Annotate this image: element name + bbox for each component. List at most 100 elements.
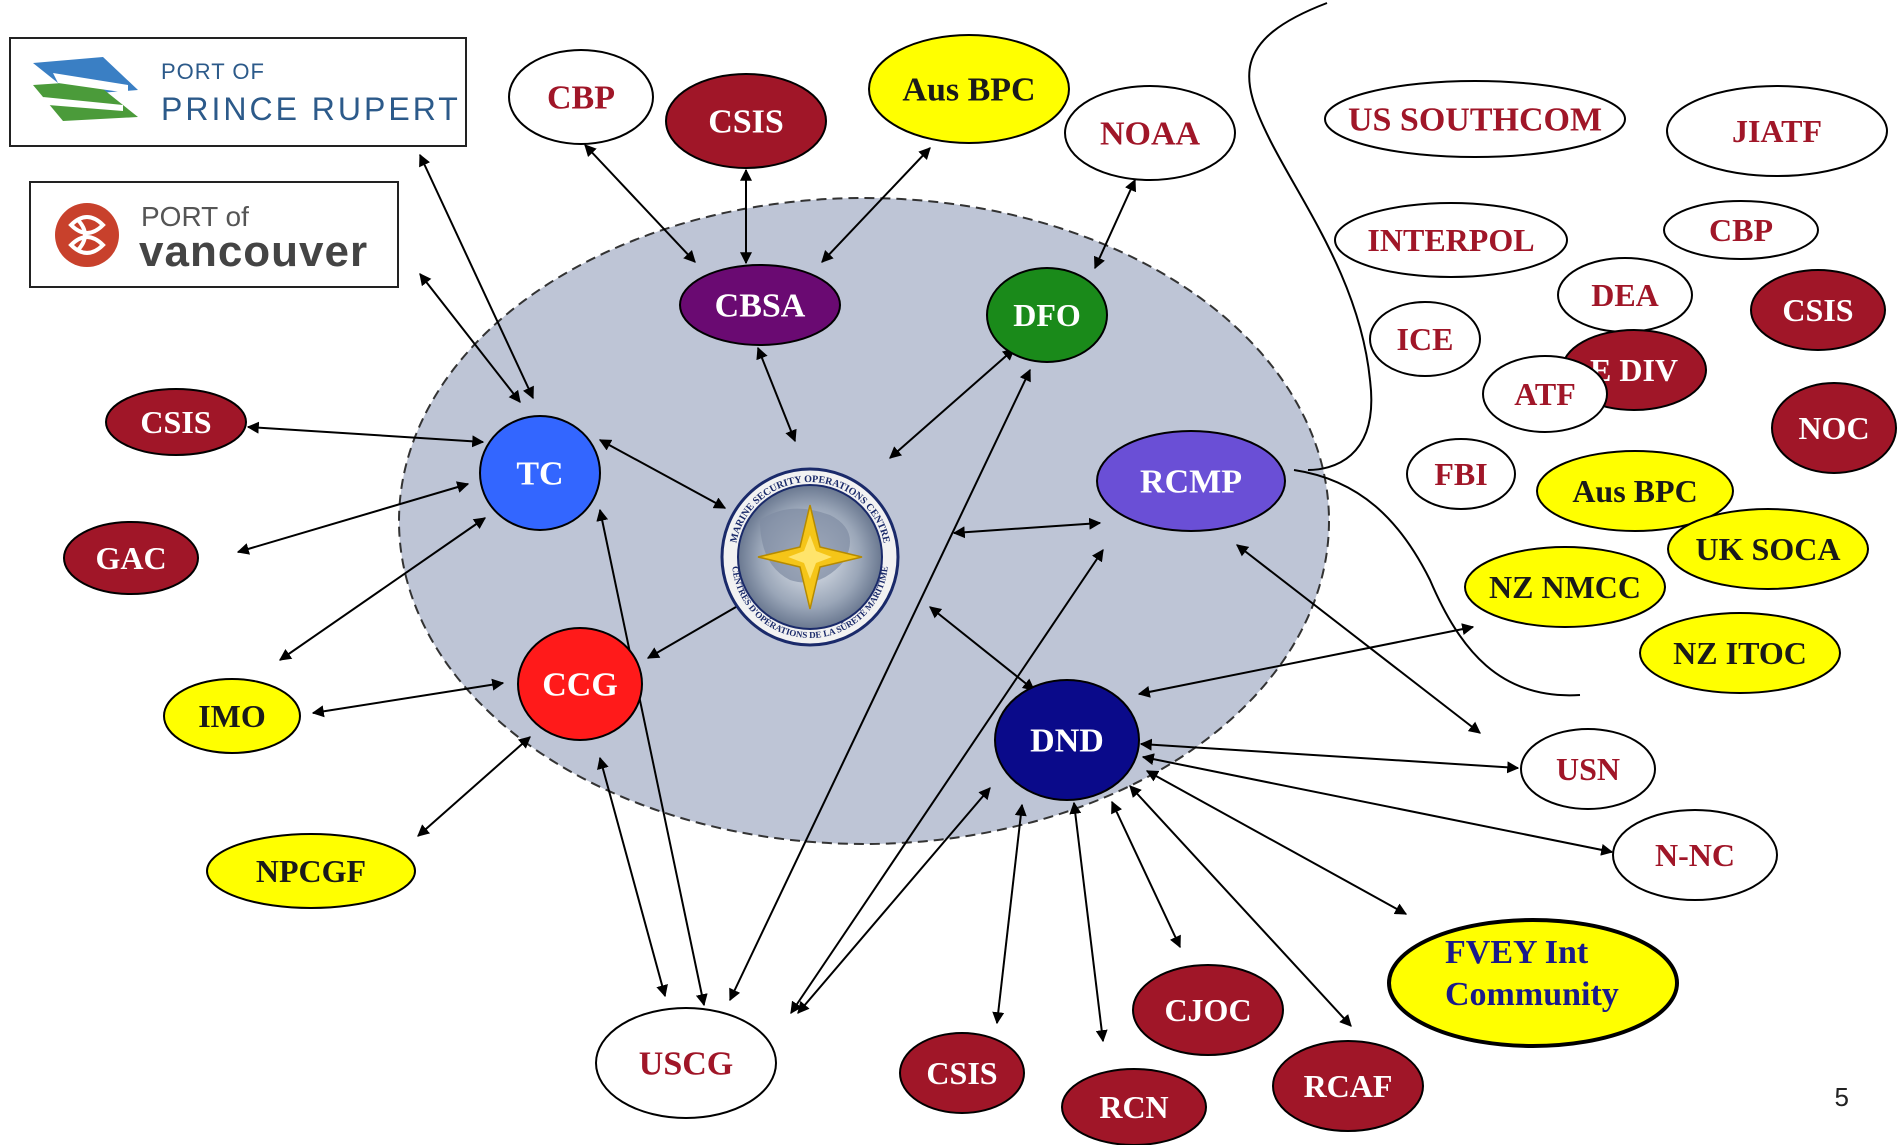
- node-csis-bottom-shape: [899, 1032, 1025, 1114]
- connector-arrow: [419, 153, 534, 400]
- connector-arrow: [584, 144, 696, 263]
- node-jiatf-shape: [1666, 85, 1888, 177]
- node-noaa-shape: [1064, 85, 1236, 181]
- connector-arrow: [311, 678, 505, 718]
- node-us-southcom: US SOUTHCOM: [1324, 80, 1626, 158]
- node-aus-bpc-partner-shape: [1536, 450, 1734, 532]
- node-usn-shape: [1520, 728, 1656, 810]
- node-noaa: NOAA: [1064, 85, 1236, 181]
- node-ccg-label: CCG: [542, 667, 618, 704]
- node-noc-shape: [1771, 382, 1897, 474]
- node-imo-shape: [163, 678, 301, 754]
- node-cbsa-shape: [679, 264, 841, 346]
- node-imo: IMO: [163, 678, 301, 754]
- node-us-southcom-shape: [1324, 80, 1626, 158]
- node-nz-nmcc-label: NZ NMCC: [1489, 569, 1641, 605]
- connector-arrow: [596, 508, 708, 1007]
- node-dfo-shape: [986, 267, 1108, 363]
- node-n-nc: N-NC: [1612, 809, 1778, 901]
- node-jiatf: JIATF: [1666, 85, 1888, 177]
- node-ice-shape: [1369, 301, 1481, 377]
- node-fbi-shape: [1406, 438, 1516, 510]
- node-cbsa-label: CBSA: [715, 288, 806, 325]
- connector-arrow: [1111, 800, 1181, 949]
- connector-arrow: [821, 147, 931, 263]
- node-cbsa: CBSA: [679, 264, 841, 346]
- node-jiatf-label: JIATF: [1732, 113, 1822, 149]
- node-ccg: CCG: [517, 627, 643, 741]
- node-rcaf: RCAF: [1272, 1040, 1424, 1132]
- node-n-nc-shape: [1612, 809, 1778, 901]
- node-tc-label: TC: [516, 456, 563, 493]
- connector-arrow: [1145, 770, 1408, 915]
- node-cjoc-shape: [1132, 964, 1284, 1056]
- port-prince-rupert-logo: PORT OF PRINCE RUPERT: [9, 37, 467, 147]
- node-atf-label: ATF: [1514, 376, 1576, 412]
- node-dnd-shape: [994, 679, 1140, 801]
- node-npcgf: NPCGF: [206, 833, 416, 909]
- node-dfo: DFO: [986, 267, 1108, 363]
- node-us-southcom-label: US SOUTHCOM: [1348, 102, 1602, 139]
- fvey-label-line1: FVEY Int: [1445, 934, 1589, 971]
- node-uscg-label: USCG: [639, 1046, 733, 1083]
- node-interpol: INTERPOL: [1334, 202, 1568, 278]
- node-uk-soca-shape: [1667, 508, 1869, 590]
- node-noaa-label: NOAA: [1100, 116, 1201, 153]
- node-rcmp-label: RCMP: [1140, 464, 1242, 501]
- node-csis-partner: CSIS: [1750, 269, 1886, 351]
- node-dea-label: DEA: [1591, 277, 1659, 313]
- node-gac-shape: [63, 521, 199, 595]
- node-nz-nmcc: NZ NMCC: [1464, 546, 1666, 628]
- msoc-emblem: MARINE SECURITY OPERATIONS CENTRE CENTRE…: [720, 467, 900, 647]
- node-tc-shape: [479, 415, 601, 531]
- node-npcgf-shape: [206, 833, 416, 909]
- vancouver-mark-icon: [55, 203, 119, 267]
- node-cjoc-label: CJOC: [1164, 992, 1251, 1028]
- vancouver-line2: vancouver: [139, 227, 369, 276]
- node-fbi-label: FBI: [1434, 456, 1487, 492]
- node-dea: DEA: [1557, 257, 1693, 333]
- node-csis-left-label: CSIS: [140, 404, 211, 440]
- node-csis-top-label: CSIS: [708, 104, 784, 141]
- node-nz-nmcc-shape: [1464, 546, 1666, 628]
- node-aus-bpc-partner-label: Aus BPC: [1572, 473, 1697, 509]
- node-n-nc-label: N-NC: [1655, 837, 1735, 873]
- node-cbp-top-label: CBP: [547, 80, 615, 117]
- node-ccg-shape: [517, 627, 643, 741]
- connector-arrow: [417, 736, 531, 837]
- node-aus-bpc-top-shape: [868, 34, 1070, 144]
- port-vancouver-logo: PORT of vancouver: [29, 181, 399, 288]
- node-imo-label: IMO: [198, 698, 266, 734]
- node-ice: ICE: [1369, 301, 1481, 377]
- nodes: CBSA DFO TC RCMP CCG DND CBP CSIS Aus BPC NOAA CSI…: [63, 34, 1897, 1145]
- node-uk-soca-label: UK SOCA: [1696, 531, 1841, 567]
- node-rcn-label: RCN: [1099, 1089, 1168, 1125]
- node-cjoc: CJOC: [1132, 964, 1284, 1056]
- rcmp-partner-bracket: [1248, 2, 1373, 471]
- node-rcmp: RCMP: [1096, 430, 1286, 532]
- node-rcaf-shape: [1272, 1040, 1424, 1132]
- node-usn: USN: [1520, 728, 1656, 810]
- node-nz-itoc-label: NZ ITOC: [1673, 635, 1807, 671]
- node-uscg-shape: [595, 1007, 777, 1119]
- node-csis-partner-shape: [1750, 269, 1886, 351]
- node-csis-left: CSIS: [105, 388, 247, 456]
- node-aus-bpc-top-label: Aus BPC: [902, 72, 1035, 109]
- node-csis-bottom: CSIS: [899, 1032, 1025, 1114]
- node-ice-label: ICE: [1397, 321, 1454, 357]
- page-number: 5: [1834, 1082, 1849, 1112]
- node-dnd-label: DND: [1030, 723, 1104, 760]
- node-csis-bottom-label: CSIS: [926, 1055, 997, 1091]
- node-atf: ATF: [1482, 355, 1608, 433]
- node-rcn: RCN: [1061, 1068, 1207, 1145]
- node-usn-label: USN: [1556, 751, 1620, 787]
- node-dnd: DND: [994, 679, 1140, 801]
- node-npcgf-label: NPCGF: [256, 853, 366, 889]
- node-uscg: USCG: [595, 1007, 777, 1119]
- node-dfo-label: DFO: [1013, 297, 1081, 333]
- connector-arrow: [279, 517, 486, 661]
- node-csis-partner-label: CSIS: [1782, 292, 1853, 328]
- prince-rupert-line1: PORT OF: [161, 59, 265, 84]
- node-fbi: FBI: [1406, 438, 1516, 510]
